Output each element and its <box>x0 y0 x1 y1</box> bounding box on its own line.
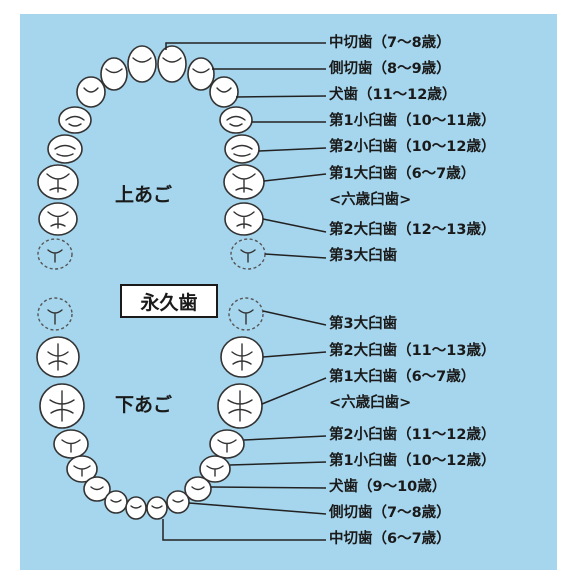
upper-lateral-incisor-left <box>100 57 128 91</box>
upper-central-incisor-left <box>127 45 157 83</box>
label-lower-second-molar: 第2大臼歯（11〜13歳） <box>329 343 496 359</box>
permanent-teeth-label: 永久歯 <box>120 284 218 318</box>
label-upper-canine: 犬歯（11〜12歳） <box>329 87 457 103</box>
label-lower-third-molar: 第3大臼歯 <box>329 316 398 332</box>
upper-first-premolar-right <box>219 106 253 134</box>
lower-third-molar-right <box>228 297 264 331</box>
upper-central-incisor-right <box>157 45 187 83</box>
label-upper-central-incisor: 中切歯（7〜8歳） <box>329 35 451 51</box>
upper-second-premolar-right <box>224 134 260 164</box>
lower-jaw-label: 下あご <box>115 394 173 416</box>
label-lower-central-incisor: 中切歯（6〜7歳） <box>329 531 451 547</box>
label-upper-second-premolar: 第2小臼歯（10〜12歳） <box>329 139 496 155</box>
label-lower-first-molar: 第1大臼歯（6〜7歳） <box>329 369 476 385</box>
label-upper-lateral-incisor: 側切歯（8〜9歳） <box>329 61 451 77</box>
upper-jaw-label: 上あご <box>115 184 173 206</box>
lower-leader-lines <box>162 310 327 541</box>
label-upper-first-premolar: 第1小臼歯（10〜11歳） <box>329 113 496 129</box>
teeth-svg <box>36 42 327 541</box>
label-lower-six-year-molar: <六歳臼歯> <box>329 395 412 411</box>
upper-first-premolar-left <box>58 106 92 134</box>
label-lower-second-premolar: 第2小臼歯（11〜12歳） <box>329 427 496 443</box>
upper-lateral-incisor-right <box>187 57 215 91</box>
lower-third-molar-left <box>37 297 73 331</box>
label-upper-second-molar: 第2大臼歯（12〜13歳） <box>329 222 496 238</box>
label-lower-lateral-incisor: 側切歯（7〜8歳） <box>329 505 451 521</box>
upper-leader-lines <box>165 42 327 259</box>
label-upper-six-year-molar: <六歳臼歯> <box>329 192 412 208</box>
label-lower-canine: 犬歯（9〜10歳） <box>329 479 447 495</box>
upper-second-premolar-left <box>47 134 83 164</box>
label-upper-third-molar: 第3大臼歯 <box>329 248 398 264</box>
dentition-diagram: 上あご 永久歯 下あご 中切歯（7〜8歳） 側切歯（8〜9歳） 犬歯（11〜12… <box>20 14 557 570</box>
upper-third-molar-left <box>37 238 73 270</box>
label-lower-first-premolar: 第1小臼歯（10〜12歳） <box>329 453 496 469</box>
label-upper-first-molar: 第1大臼歯（6〜7歳） <box>329 166 476 182</box>
